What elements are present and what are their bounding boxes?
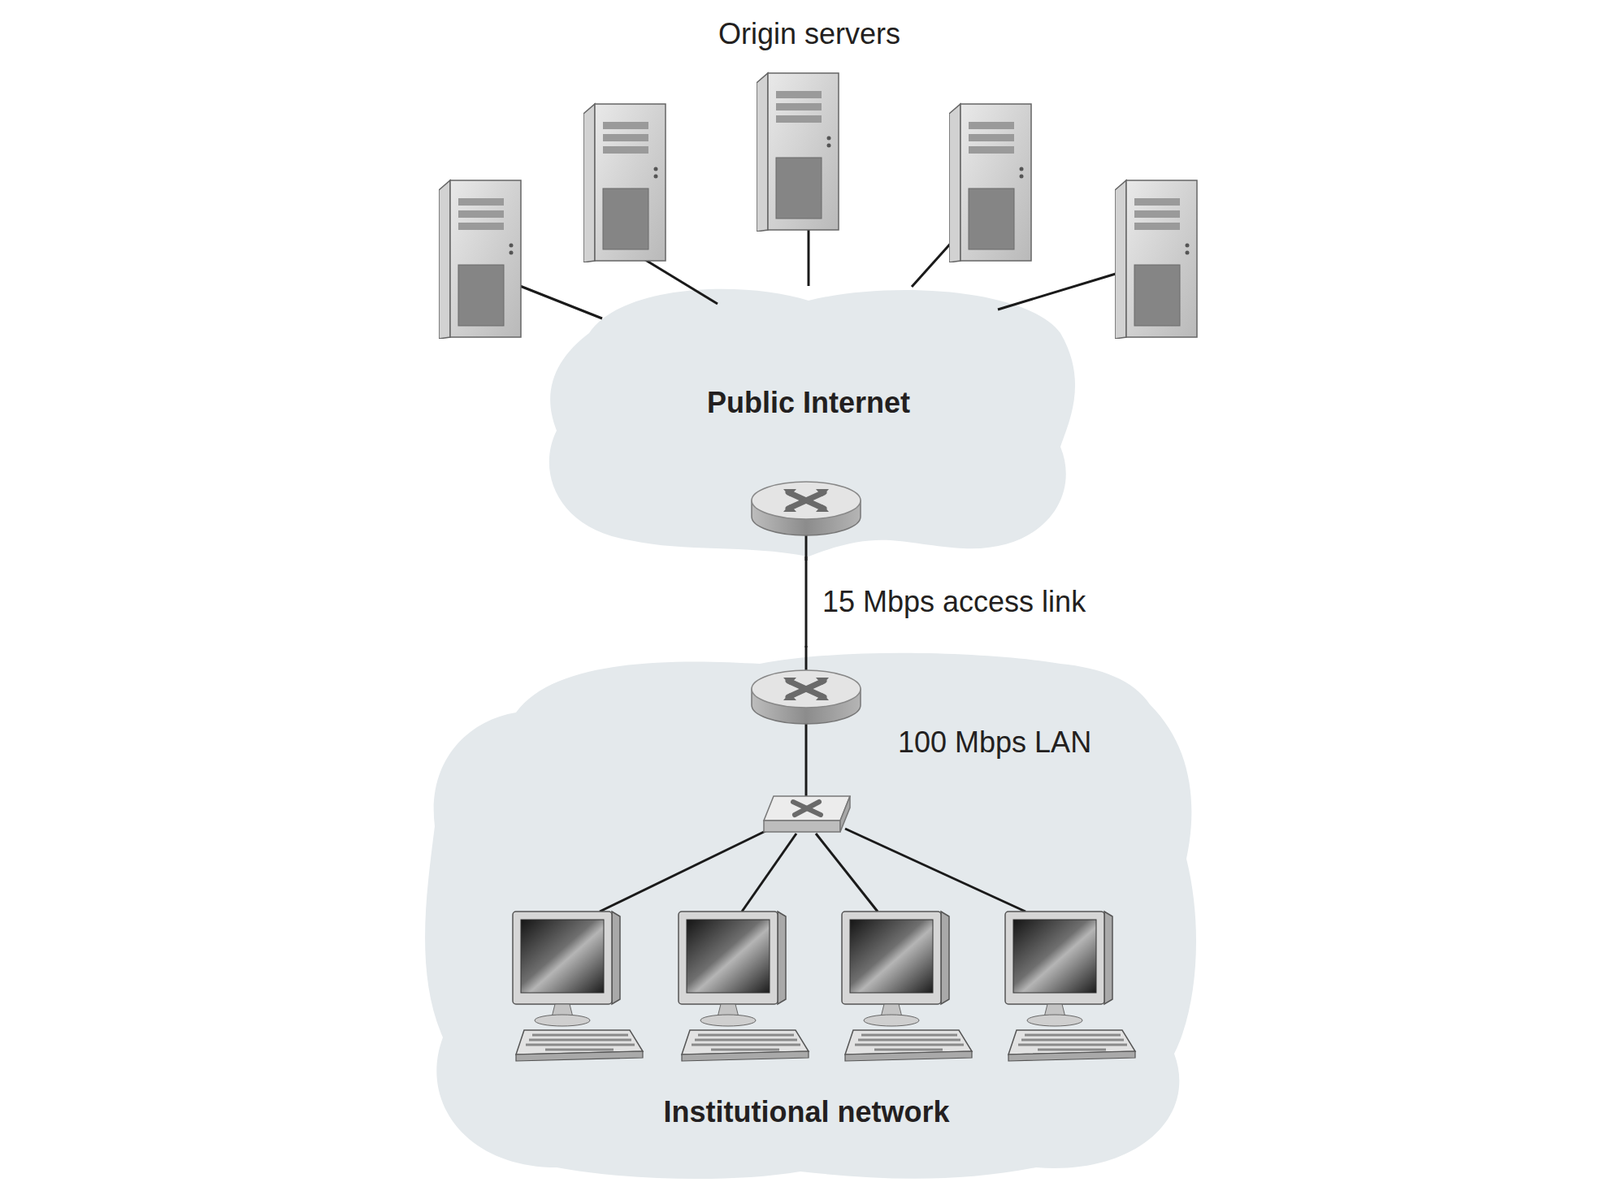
server-tower [756,73,839,232]
router-symbol [751,670,861,725]
cloud-outline [424,653,1197,1180]
cloud-title: Institutional network [663,1094,950,1130]
switch-symbol [763,796,850,833]
cloud-outline [549,289,1076,557]
router-symbol [751,481,861,536]
diagram-label: Origin servers [718,16,901,52]
server-tower [583,104,666,263]
link-label: 15 Mbps access link [822,584,1086,620]
server-tower [949,104,1032,263]
cloud-title: Public Internet [706,385,911,421]
server-tower [438,180,521,339]
cloud-shape [540,284,1077,557]
network-cloud: Public Internet [540,284,1077,557]
access-link [805,556,808,648]
diagram-label: 100 Mbps LAN [897,724,1092,760]
server-tower [1114,180,1197,339]
